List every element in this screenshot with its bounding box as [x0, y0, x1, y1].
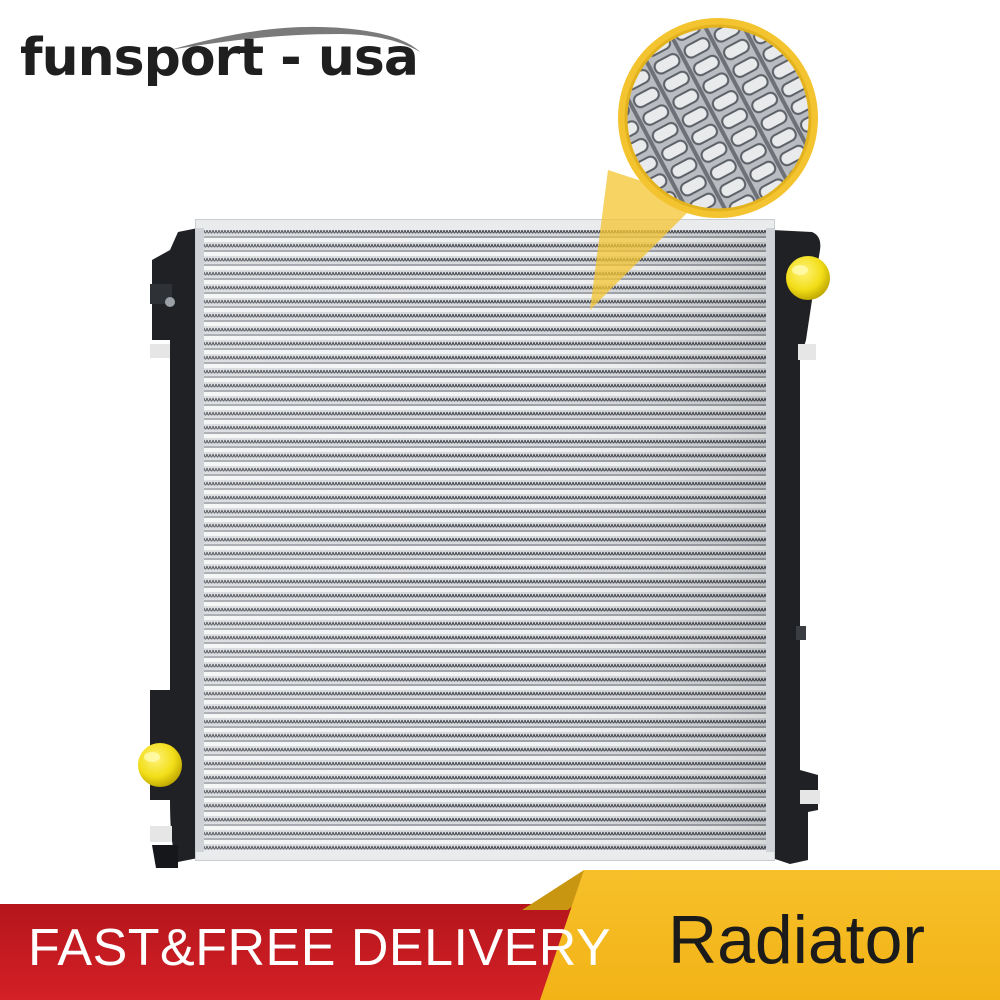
- brand-logo-text: funsport - usa: [20, 28, 419, 88]
- brand-logo: funsport - usa: [20, 18, 420, 84]
- radiator-cap-icon: [786, 256, 830, 300]
- radiator-cap-icon: [138, 743, 182, 787]
- logo-swoosh-icon: [170, 26, 420, 52]
- delivery-banner: [0, 904, 640, 1000]
- magnifier-callout-icon: [590, 18, 818, 310]
- product-name-banner: [540, 870, 1000, 1000]
- delivery-text: FAST&FREE DELIVERY: [28, 919, 612, 977]
- product-name-text: Radiator: [668, 902, 926, 978]
